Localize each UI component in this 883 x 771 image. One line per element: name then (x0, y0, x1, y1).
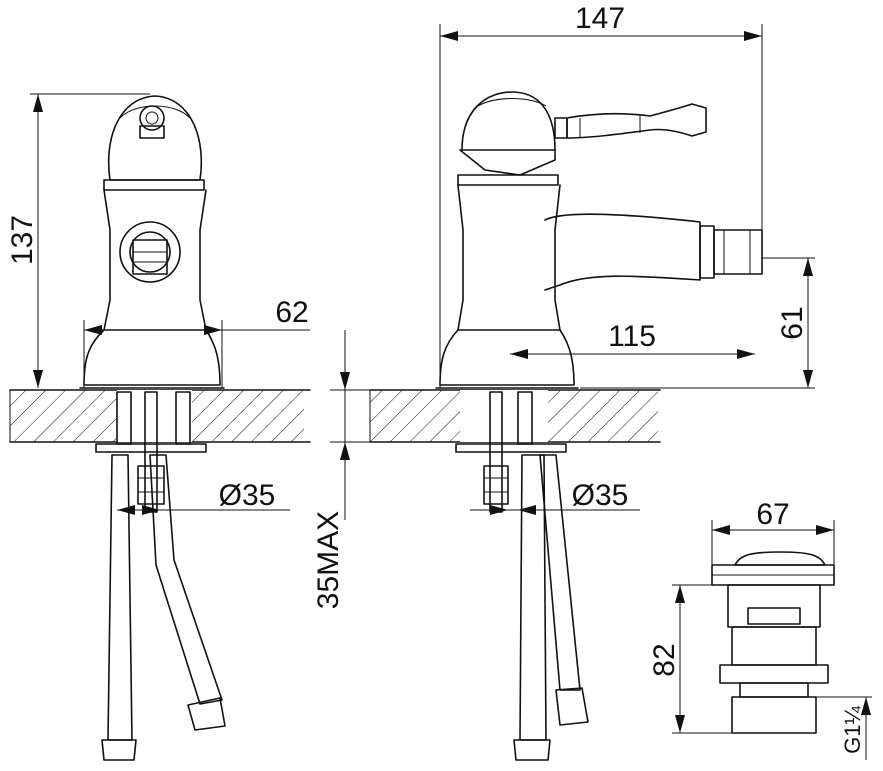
dimension-dia35-left (117, 505, 290, 515)
label-62: 62 (275, 296, 308, 329)
label-137: 137 (6, 215, 39, 265)
label-dia35-right: Ø35 (572, 479, 629, 512)
dimension-82 (672, 584, 735, 734)
countertop-left (9, 389, 311, 443)
dimension-61 (580, 257, 815, 389)
label-147: 147 (575, 2, 625, 35)
faucet-front-view (79, 95, 226, 761)
label-61: 61 (776, 306, 809, 339)
dimension-g114 (816, 696, 872, 760)
pop-up-waste (711, 551, 835, 734)
label-82: 82 (648, 643, 681, 676)
dimension-62 (83, 320, 310, 388)
label-67: 67 (756, 498, 789, 531)
dimension-147 (439, 24, 763, 388)
dimension-137 (30, 93, 150, 388)
faucet-side-view (435, 91, 763, 761)
label-115: 115 (608, 320, 656, 353)
label-g114: G1¼ (840, 706, 865, 754)
dimension-67 (711, 520, 835, 565)
dimension-dia35-right (470, 505, 640, 515)
dimension-35max (330, 330, 370, 520)
dimension-115 (510, 349, 755, 359)
countertop-right (369, 389, 661, 443)
label-dia35-left: Ø35 (219, 479, 276, 512)
label-35max: 35MAX (312, 511, 345, 609)
